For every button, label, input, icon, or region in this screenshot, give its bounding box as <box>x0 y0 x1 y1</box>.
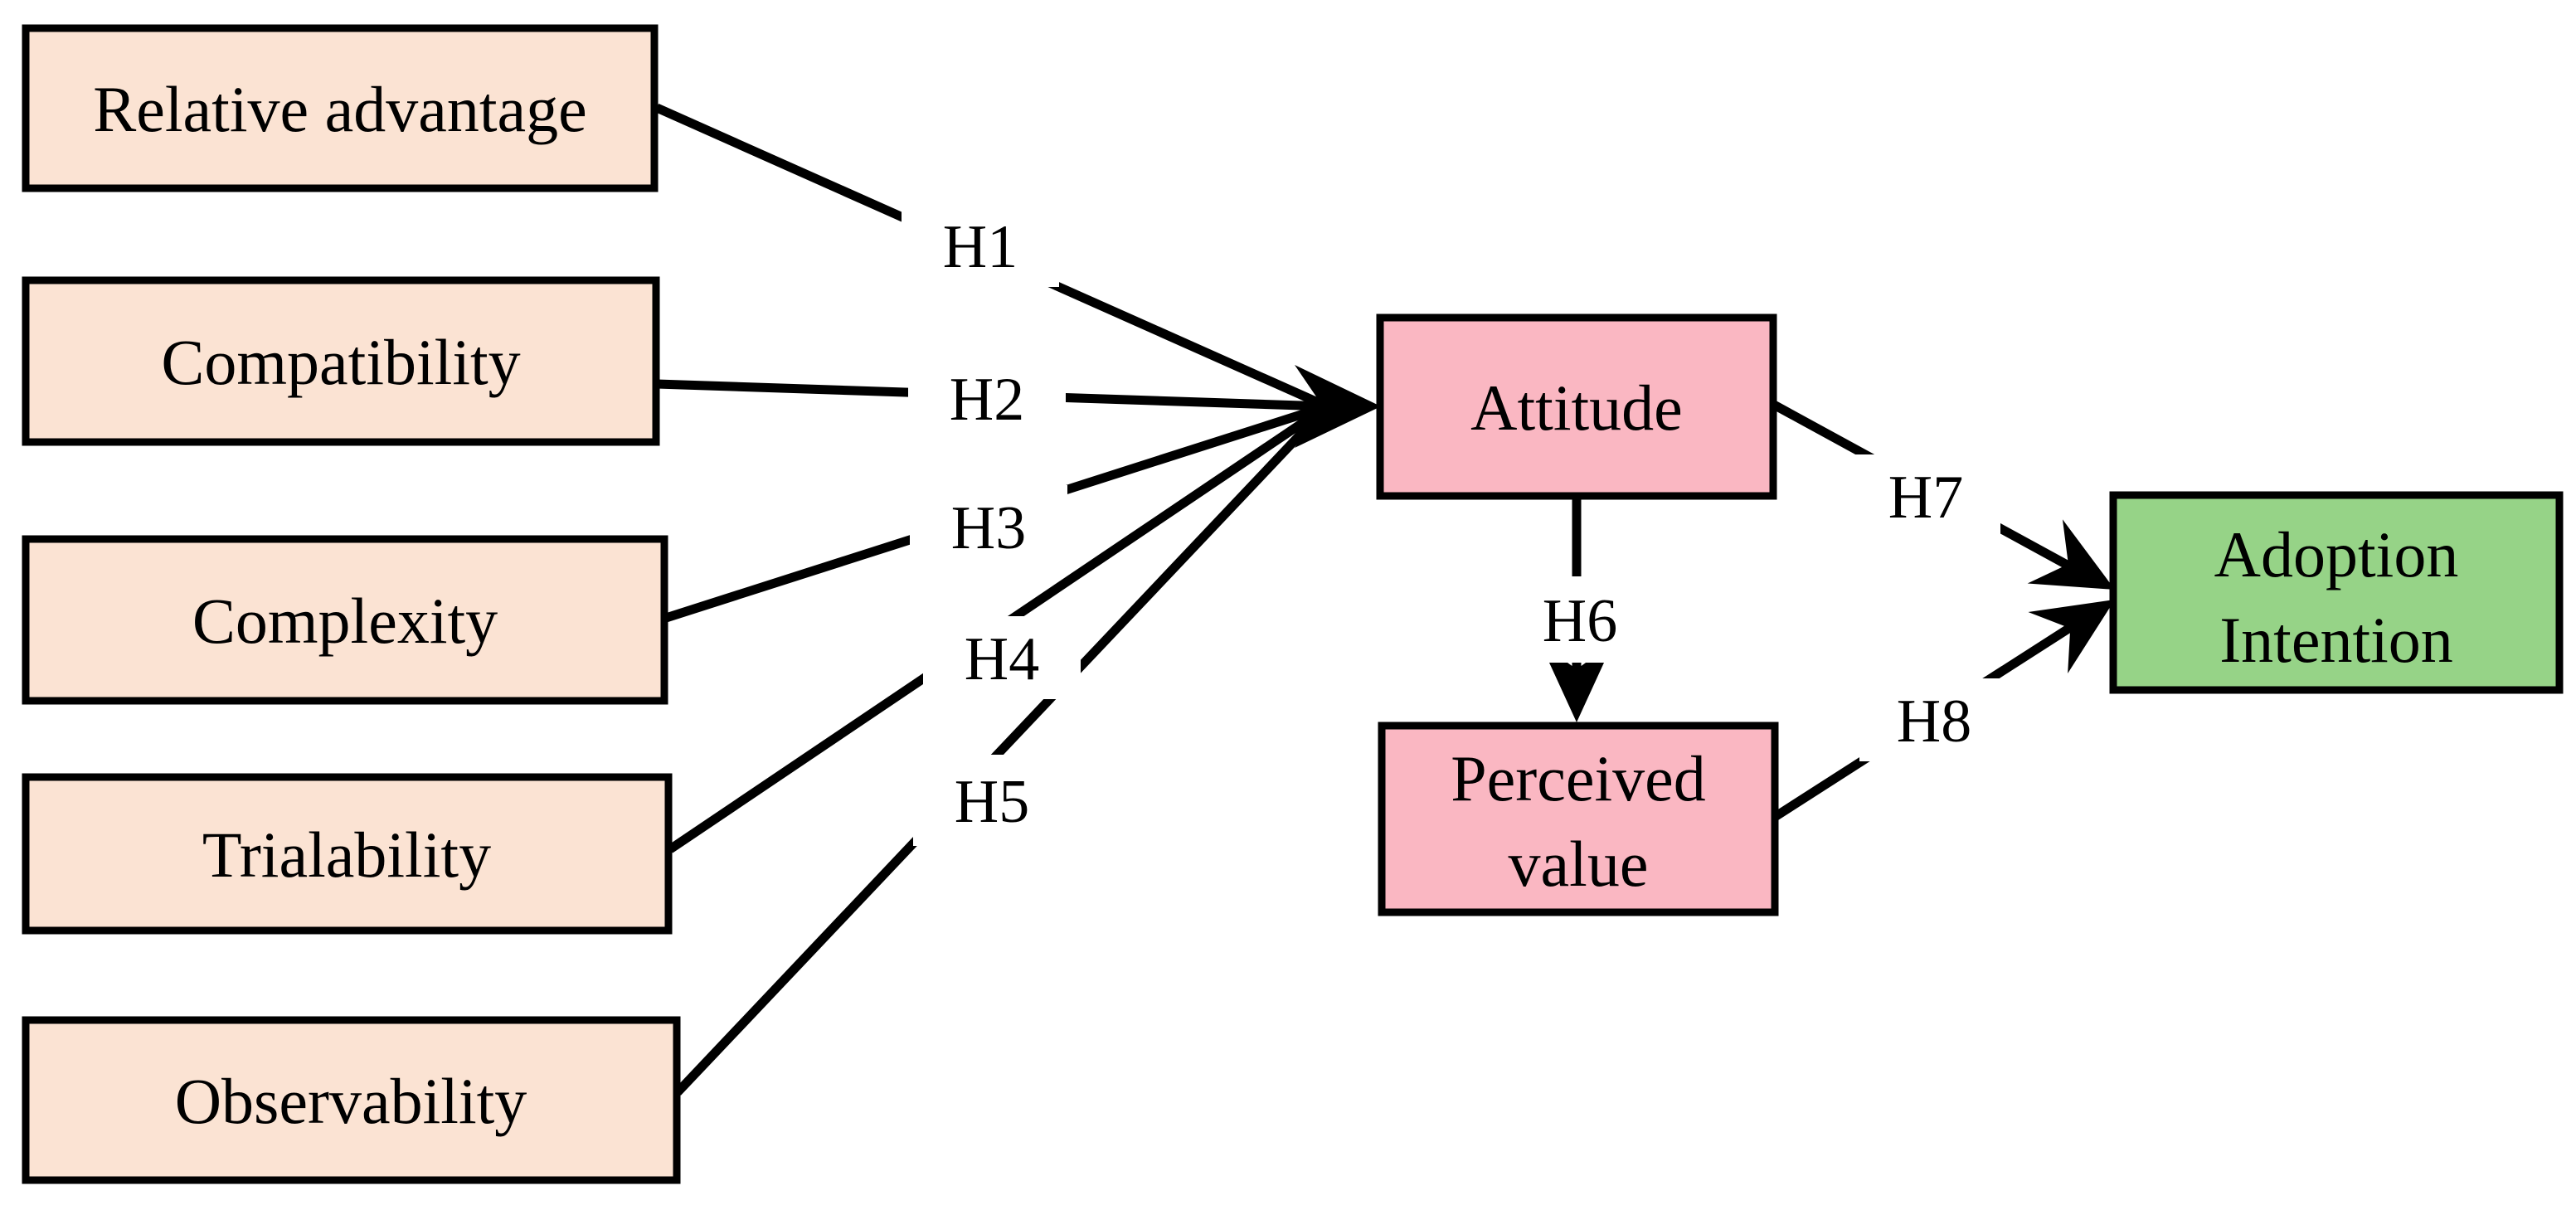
perceived-value-label-line2: value <box>1509 828 1649 900</box>
perceived-value-node: Perceived value <box>1378 722 1779 916</box>
compatibility-label: Compatibility <box>161 326 520 398</box>
complexity-node: Complexity <box>22 535 668 705</box>
adoption-intention-box <box>2109 491 2564 694</box>
observability-label: Observability <box>175 1065 527 1137</box>
h8-arrowhead <box>2028 600 2115 673</box>
attitude-arrowhead <box>1295 365 1381 448</box>
relative-advantage-label: Relative advantage <box>93 73 587 145</box>
adoption-intention-label-line2: Intention <box>2219 604 2453 676</box>
h3-label-mask <box>910 485 1067 568</box>
h7-label-mask <box>1851 454 2000 537</box>
h6-label-mask <box>1509 576 1650 663</box>
h5-path <box>674 403 1330 1096</box>
observability-box <box>22 1016 681 1184</box>
h1-label: H1 <box>943 213 1018 281</box>
h2-label-mask <box>908 357 1066 440</box>
h7-label: H7 <box>1888 464 1963 532</box>
trialability-node: Trialability <box>22 773 673 935</box>
h8-label: H8 <box>1897 688 1971 756</box>
trialability-label: Trialability <box>202 819 491 891</box>
h6-label: H6 <box>1543 587 1617 655</box>
observability-node: Observability <box>22 1016 681 1184</box>
outcome-node: Adoption Intention <box>2109 491 2564 694</box>
attitude-node: Attitude <box>1376 313 1777 500</box>
complexity-label: Complexity <box>192 585 498 657</box>
hypothesis-labels: H1 H2 H3 H4 H5 H6 H7 H8 <box>902 204 2009 846</box>
h8-label-mask <box>1859 678 2009 761</box>
relative-advantage-node: Relative advantage <box>22 24 659 192</box>
attitude-label: Attitude <box>1470 372 1683 444</box>
h7-arrowhead <box>2027 519 2115 590</box>
attitude-box <box>1376 313 1777 500</box>
relative-advantage-box <box>22 24 659 192</box>
h4-label-mask <box>923 616 1081 699</box>
h5-label: H5 <box>955 768 1029 836</box>
mediator-nodes: Attitude Perceived value <box>1376 313 1779 916</box>
connector-lines <box>654 103 2080 1096</box>
h2-label: H2 <box>950 366 1024 434</box>
h1-label-mask <box>902 204 1059 287</box>
compatibility-box <box>22 276 660 446</box>
perceived-value-box <box>1378 722 1779 916</box>
perceived-value-label-line1: Perceived <box>1451 742 1706 814</box>
adoption-intention-label-line1: Adoption <box>2214 518 2459 590</box>
complexity-box <box>22 535 668 705</box>
compatibility-node: Compatibility <box>22 276 660 446</box>
trialability-box <box>22 773 673 935</box>
h5-label-mask <box>913 755 1071 846</box>
h4-label: H4 <box>965 625 1039 693</box>
predictor-nodes: Relative advantage Compatibility Complex… <box>22 24 681 1184</box>
h3-label: H3 <box>951 494 1026 562</box>
